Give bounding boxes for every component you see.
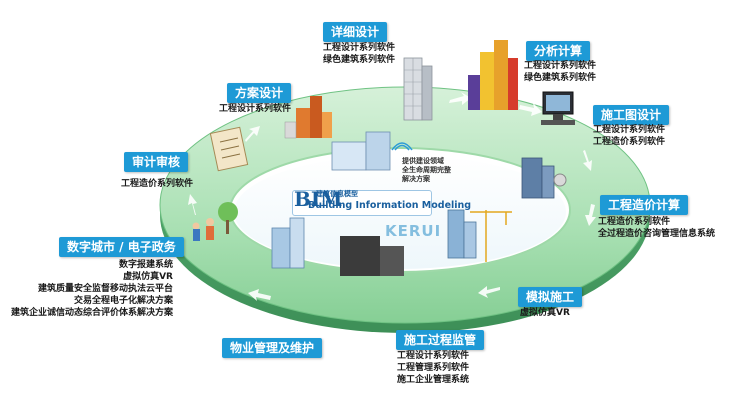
software-line: 建筑质量安全监督移动执法云平台 [37, 284, 173, 294]
stage-process-supervision: 施工过程监管 [396, 330, 485, 350]
arrow-up-icon [188, 194, 197, 215]
bim-note-line: 解决方案 [402, 175, 430, 183]
stage-analysis-desc: 工程设计系列软件 绿色建筑系列软件 [524, 60, 596, 84]
stage-construction-drawing: 施工图设计 [593, 105, 670, 125]
bim-note-line: 提供建设领域 [402, 157, 444, 165]
arrow-right-icon [519, 103, 542, 116]
stage-cost-calculation: 工程造价计算 [600, 195, 689, 215]
stage-simulation-desc: 虚拟仿真VR [520, 307, 570, 319]
clipboard-icon [209, 126, 249, 172]
stage-detail-design: 详细设计 [323, 22, 388, 42]
flow-arrows [188, 92, 596, 301]
stage-process-supervision-desc: 工程设计系列软件 工程管理系列软件 施工企业管理系统 [397, 350, 469, 386]
software-line: 绿色建筑系列软件 [524, 73, 597, 83]
software-line: 工程造价系列软件 [121, 179, 194, 189]
software-line: 工程设计系列软件 [593, 125, 666, 135]
coin-icon [553, 173, 567, 187]
software-line: 施工企业管理系统 [397, 375, 470, 385]
arrow-left-icon [248, 289, 271, 301]
software-line: 工程造价系列软件 [598, 217, 671, 227]
ring-illustrations [192, 40, 575, 276]
software-line: 工程设计系列软件 [323, 43, 396, 53]
city-block [271, 217, 404, 276]
software-line: 工程管理系列软件 [397, 363, 470, 373]
arrow-right-icon [449, 92, 471, 105]
stage-scheme-design-desc: 工程设计系列软件 [219, 103, 291, 115]
software-line: 全过程造价咨询管理信息系统 [598, 229, 716, 239]
arrow-down-icon [585, 204, 596, 226]
analysis-towers [468, 40, 518, 110]
stage-property-management: 物业管理及维护 [222, 338, 323, 358]
software-line: 工程设计系列软件 [219, 104, 292, 114]
stage-simulation: 模拟施工 [518, 287, 583, 307]
detail-tower [403, 57, 433, 121]
people-and-trees [192, 202, 238, 241]
stage-detail-design-desc: 工程设计系列软件 绿色建筑系列软件 [323, 42, 395, 66]
software-line: 绿色建筑系列软件 [323, 55, 396, 65]
construction-building [521, 157, 567, 199]
software-line: 交易全程电子化解决方案 [73, 296, 173, 306]
bim-english-title: Building Information Modeling [308, 200, 472, 211]
supervision-buildings [447, 209, 477, 259]
software-line: 建筑企业诚信动态综合评价体系解决方案 [10, 308, 173, 318]
center-building [331, 131, 413, 171]
software-line: 工程设计系列软件 [524, 61, 597, 71]
arrow-left-icon [478, 286, 500, 298]
software-line: 工程造价系列软件 [593, 137, 666, 147]
bim-label-box [292, 190, 432, 216]
stage-audit-desc: 工程造价系列软件 [121, 178, 193, 190]
bim-logo-letters: BIM [294, 187, 343, 211]
bim-chinese-title: 建筑信息模型 [316, 190, 358, 198]
stage-analysis: 分析计算 [526, 41, 591, 61]
stage-digital-city: 数字城市 / 电子政务 [59, 237, 184, 257]
stage-construction-drawing-desc: 工程设计系列软件 工程造价系列软件 [593, 124, 665, 148]
software-line: 虚拟仿真VR [520, 308, 570, 318]
stage-digital-city-desc: 数字报建系统 虚拟仿真VR 建筑质量安全监督移动执法云平台 交易全程电子化解决方… [11, 259, 173, 319]
software-line: 工程设计系列软件 [397, 351, 470, 361]
scheme-buildings [284, 96, 332, 139]
stage-cost-calculation-desc: 工程造价系列软件 全过程造价咨询管理信息系统 [598, 216, 715, 240]
stage-scheme-design: 方案设计 [227, 83, 292, 103]
bim-note-line: 全生命周期完整 [402, 166, 451, 174]
software-line: 数字报建系统 [118, 260, 173, 270]
arrow-up-icon [245, 126, 260, 142]
watermark: KERUI [385, 222, 442, 240]
software-line: 虚拟仿真VR [123, 272, 173, 282]
bim-note: 提供建设领域 全生命周期完整 解决方案 [402, 157, 451, 184]
arrow-down-icon [583, 150, 592, 171]
stage-audit: 审计审核 [124, 152, 189, 172]
computer-monitor-icon [541, 91, 575, 125]
crane-icon [470, 210, 512, 262]
